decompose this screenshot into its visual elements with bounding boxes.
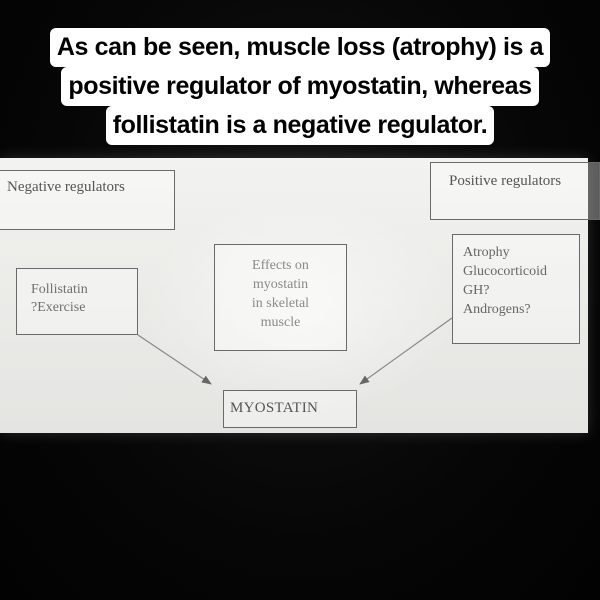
arrow-negative-to-myostatin	[137, 334, 212, 385]
caption-line-1: As can be seen, muscle loss (atrophy) is…	[49, 28, 551, 67]
diagram-arrows	[137, 317, 453, 385]
negative-regulators-header: Negative regulators	[0, 170, 175, 230]
positive-regulators-header: Positive regulators	[430, 162, 600, 220]
center-label-line-2: myostatin	[252, 277, 309, 292]
negative-regulators-label: Negative regulators	[7, 179, 125, 195]
caption-line-3: follistatin is a negative regulator.	[105, 106, 495, 145]
caption-overlay: As can be seen, muscle loss (atrophy) is…	[0, 28, 600, 145]
positive-item-glucocorticoid: Glucocorticoid	[463, 264, 547, 279]
center-label-box: Effects on myostatin in skeletal muscle	[214, 244, 347, 351]
caption-line-2: positive regulator of myostatin, whereas	[61, 67, 539, 106]
arrow-positive-to-myostatin	[359, 317, 453, 385]
positive-item-gh: GH?	[463, 283, 490, 298]
myostatin-label: MYOSTATIN	[230, 400, 319, 416]
projected-slide: Negative regulators Positive regulators …	[0, 158, 600, 433]
center-label-line-1: Effects on	[252, 258, 309, 273]
positive-item-atrophy: Atrophy	[463, 245, 510, 260]
center-label-line-4: muscle	[260, 315, 301, 330]
myostatin-box: MYOSTATIN	[223, 390, 357, 428]
negative-item-exercise: ?Exercise	[31, 300, 86, 315]
negative-item-follistatin: Follistatin	[31, 282, 88, 297]
positive-item-androgens: Androgens?	[463, 302, 531, 317]
positive-regulators-box: Atrophy Glucocorticoid GH? Androgens?	[452, 234, 580, 344]
center-label-line-3: in skeletal	[251, 296, 310, 311]
negative-regulators-box: Follistatin ?Exercise	[16, 268, 138, 335]
positive-regulators-label: Positive regulators	[449, 173, 562, 189]
